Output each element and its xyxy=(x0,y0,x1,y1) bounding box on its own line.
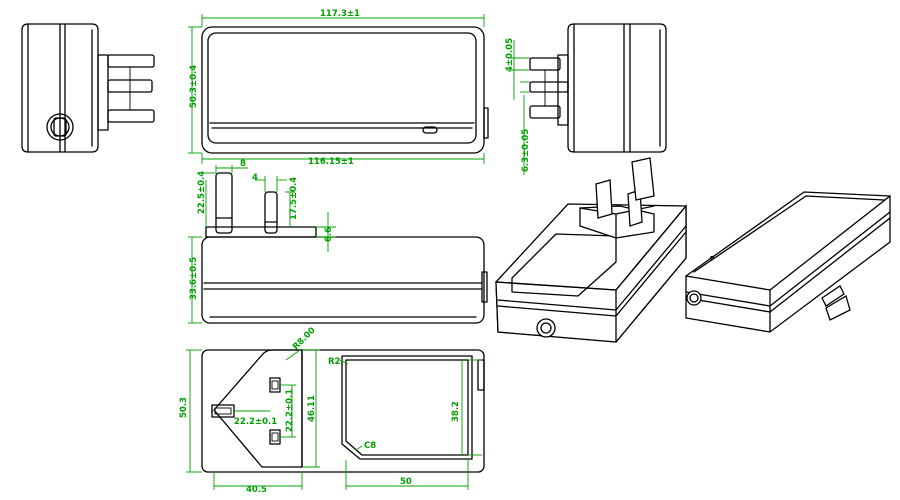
dim-top-width: 117.3±1 xyxy=(320,9,360,19)
dim-front-height: 50.3 xyxy=(179,397,189,418)
dim-radius: R8.00 xyxy=(291,326,318,353)
dim-pin-distance-v: 22.2±0.1 xyxy=(285,389,295,432)
dim-pin-width: 4 xyxy=(252,173,258,183)
dim-label-height: 38.2 xyxy=(451,401,461,422)
top-view xyxy=(188,14,489,164)
dim-top-height: 50.3±0.4 xyxy=(189,65,199,108)
dim-top-bottom-width: 116.15±1 xyxy=(308,157,354,167)
dim-pin-base: 6.6 xyxy=(324,227,334,242)
dimension-labels: 117.3±1 50.3±0.4 116.15±1 4±0.05 6.3±0.0… xyxy=(179,9,531,495)
isometric-plug-view xyxy=(495,157,687,343)
dim-live-pin-length: 17.5±0.4 xyxy=(289,177,299,220)
dim-side-height: 33.6±0.5 xyxy=(189,257,199,300)
dim-pin-distance-h: 22.2±0.1 xyxy=(234,417,277,427)
dim-label-radius: R2 xyxy=(328,357,341,367)
dim-pin-offset: 6.3±0.05 xyxy=(521,129,531,172)
dim-pin-spacing: 8 xyxy=(240,159,246,169)
dim-label-chamfer: C8 xyxy=(364,441,376,451)
dim-pin-thickness: 4±0.05 xyxy=(505,38,515,72)
front-view xyxy=(186,349,485,490)
side-view xyxy=(188,165,488,324)
dim-plug-face-height: 46.11 xyxy=(307,395,317,422)
dim-label-width: 50 xyxy=(400,477,412,487)
left-end-view xyxy=(21,23,155,153)
right-end-view xyxy=(510,23,667,175)
dim-earth-pin-length: 22.5±0.4 xyxy=(197,171,207,214)
isometric-rear-view xyxy=(685,191,891,333)
dim-front-plug-width: 40.5 xyxy=(246,485,267,495)
